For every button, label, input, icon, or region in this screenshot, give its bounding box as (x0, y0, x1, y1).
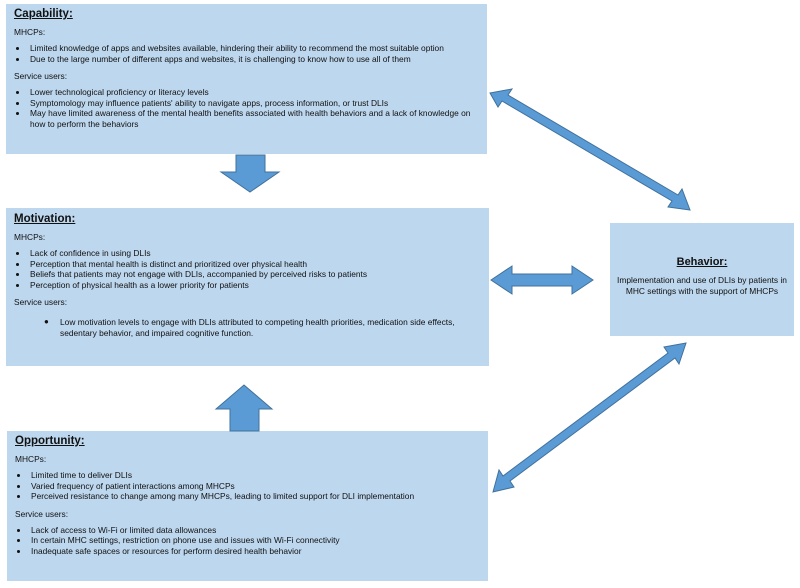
list-item: May have limited awareness of the mental… (28, 108, 479, 129)
capability-service-label: Service users: (14, 71, 68, 82)
capability-title: Capability: (14, 8, 73, 20)
list-item: In certain MHC settings, restriction on … (29, 535, 480, 546)
list-item: Perception that mental health is distinc… (28, 259, 481, 270)
motivation-title: Motivation: (14, 213, 76, 225)
behavior-description: Implementation and use of DLIs by patien… (617, 275, 787, 296)
list-item: Perceived resistance to change among man… (29, 491, 480, 502)
opportunity-service-list: Lack of access to Wi-Fi or limited data … (15, 525, 480, 557)
capability-mhcps-label: MHCPs: (14, 27, 46, 37)
capability-service-list: Lower technological proficiency or liter… (14, 87, 479, 129)
capability-mhcps-list: Limited knowledge of apps and websites a… (14, 43, 479, 64)
list-item: Lack of confidence in using DLIs (28, 248, 481, 259)
list-item: Limited knowledge of apps and websites a… (28, 43, 479, 54)
list-item: Beliefs that patients may not engage wit… (28, 269, 481, 280)
double-arrow-capability-behavior-icon (489, 88, 691, 211)
double-arrow-horizontal-icon (490, 265, 594, 295)
list-item: Lower technological proficiency or liter… (28, 87, 479, 98)
opportunity-title: Opportunity: (15, 435, 85, 447)
capability-box: Capability: MHCPs: Limited knowledge of … (6, 4, 487, 154)
opportunity-service-label: Service users: (15, 508, 69, 519)
list-item: Inadequate safe spaces or resources for … (29, 546, 480, 557)
motivation-mhcps-list: Lack of confidence in using DLIs Percept… (14, 248, 481, 290)
arrow-down-icon (219, 154, 281, 193)
motivation-service-list: Low motivation levels to engage with DLI… (14, 317, 481, 338)
list-item: Low motivation levels to engage with DLI… (44, 317, 481, 338)
list-item: Lack of access to Wi-Fi or limited data … (29, 525, 480, 536)
behavior-title: Behavior: (676, 256, 728, 268)
motivation-box: Motivation: MHCPs: Lack of confidence in… (6, 208, 489, 366)
opportunity-box: Opportunity: MHCPs: Limited time to deli… (7, 431, 488, 581)
opportunity-mhcps-label: MHCPs: (15, 454, 47, 464)
double-arrow-opportunity-behavior-icon (492, 342, 687, 493)
list-item: Due to the large number of different app… (28, 54, 479, 65)
opportunity-mhcps-list: Limited time to deliver DLIs Varied freq… (15, 470, 480, 502)
motivation-mhcps-label: MHCPs: (14, 232, 46, 242)
list-item: Symptomology may influence patients' abi… (28, 98, 479, 109)
motivation-service-label: Service users: (14, 297, 68, 308)
list-item: Varied frequency of patient interactions… (29, 481, 480, 492)
list-item: Limited time to deliver DLIs (29, 470, 480, 481)
behavior-box: Behavior: Implementation and use of DLIs… (610, 223, 794, 336)
arrow-up-icon (214, 384, 274, 432)
list-item: Perception of physical health as a lower… (28, 280, 481, 291)
